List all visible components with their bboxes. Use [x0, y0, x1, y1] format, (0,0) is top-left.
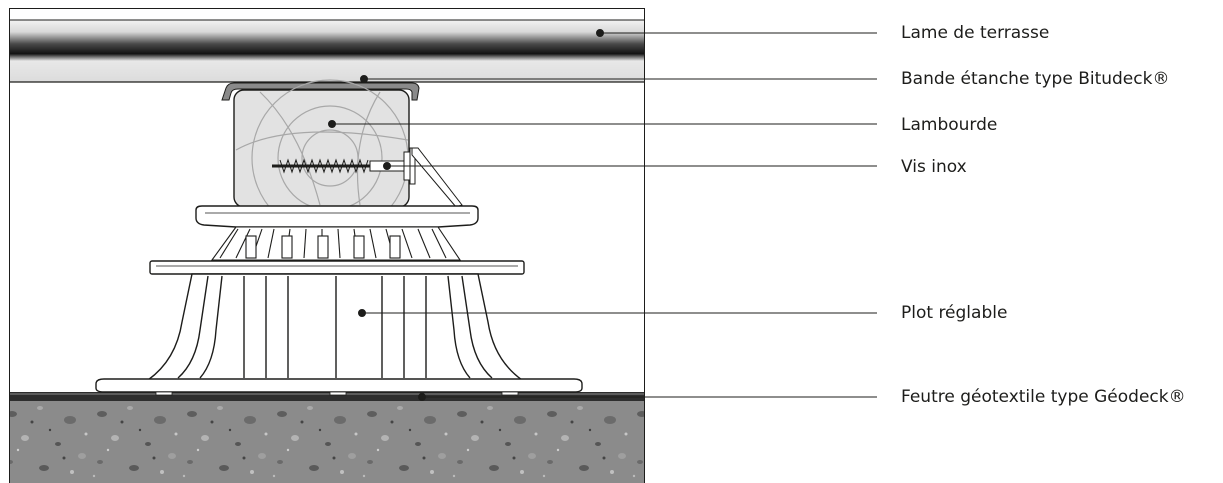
leader-bande: [360, 75, 877, 83]
label-lambourde: Lambourde: [901, 115, 998, 135]
geotextile-felt: [10, 392, 644, 401]
label-plot-reglable: Plot réglable: [901, 303, 1008, 323]
label-bande-etanche: Bande étanche type Bitudeck®: [901, 69, 1170, 89]
pedestal-ribs: [210, 226, 462, 261]
label-lame-de-terrasse: Lame de terrasse: [901, 23, 1050, 43]
leader-vis: [383, 162, 877, 170]
label-feutre-geotextile: Feutre géotextile type Géodeck®: [901, 387, 1186, 407]
pedestal-middle-plate: [149, 260, 525, 275]
leader-plot: [358, 309, 877, 317]
concrete-slab: [10, 400, 644, 483]
label-vis-inox: Vis inox: [901, 157, 967, 177]
bitumen-strip: [221, 82, 420, 101]
deck-board: [10, 19, 644, 83]
pedestal-body: [145, 273, 525, 381]
pedestal-head: [195, 205, 479, 228]
leader-lambourde: [328, 120, 877, 128]
leader-feutre: [418, 393, 877, 401]
leader-lines: [328, 29, 877, 401]
leader-lame: [596, 29, 877, 37]
pedestal-base: [95, 378, 583, 396]
